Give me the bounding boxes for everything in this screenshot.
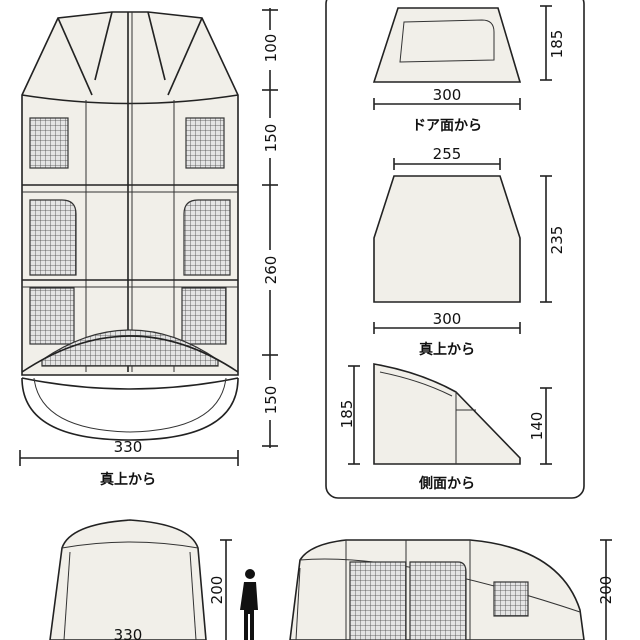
dim-label: 185: [548, 30, 566, 59]
dim-label: 330: [114, 626, 143, 640]
dim-label: 300: [433, 310, 462, 328]
mesh-window: [29, 199, 77, 276]
dim-label: 330: [114, 438, 143, 456]
mesh-window: [493, 581, 529, 617]
inner-top-view-drawing: 255 235 300 真上から: [373, 145, 566, 358]
mesh-window: [181, 287, 227, 345]
top-view-drawing: [21, 11, 239, 441]
dim-label: 150: [262, 124, 280, 153]
dim-label: 185: [338, 400, 356, 429]
dim-label: 140: [528, 412, 546, 441]
dim-label: 300: [433, 86, 462, 104]
dim-label: 200: [597, 576, 615, 605]
dim-label: 260: [262, 256, 280, 285]
dim-label: 200: [208, 576, 226, 605]
caption-top-view: 真上から: [100, 471, 156, 488]
dim-label: 150: [262, 386, 280, 415]
mesh-window: [185, 117, 225, 169]
person-icon: [240, 569, 258, 640]
dim-label: 235: [548, 226, 566, 255]
caption-inner-top-view: 真上から: [419, 341, 475, 358]
mesh-window: [349, 561, 407, 640]
dim-label: 100: [262, 34, 280, 63]
mesh-window: [29, 117, 69, 169]
caption-side-view: 側面から: [418, 475, 475, 492]
mesh-window: [409, 561, 467, 640]
mesh-window: [29, 287, 75, 345]
dim-label: 255: [433, 145, 462, 163]
side-elevation-drawing: 200: [289, 539, 615, 640]
caption-door-view: ドア面から: [412, 118, 482, 134]
door-view-drawing: 185 300 ドア面から: [372, 5, 566, 134]
top-view-vertical-dimension: 100 150 260 150: [256, 8, 284, 448]
front-view-drawing: 200 330: [49, 519, 232, 640]
side-view-drawing: 185 140 側面から: [338, 363, 552, 492]
top-view-width-dimension: 330 真上から: [19, 438, 239, 488]
mesh-window: [183, 199, 231, 276]
